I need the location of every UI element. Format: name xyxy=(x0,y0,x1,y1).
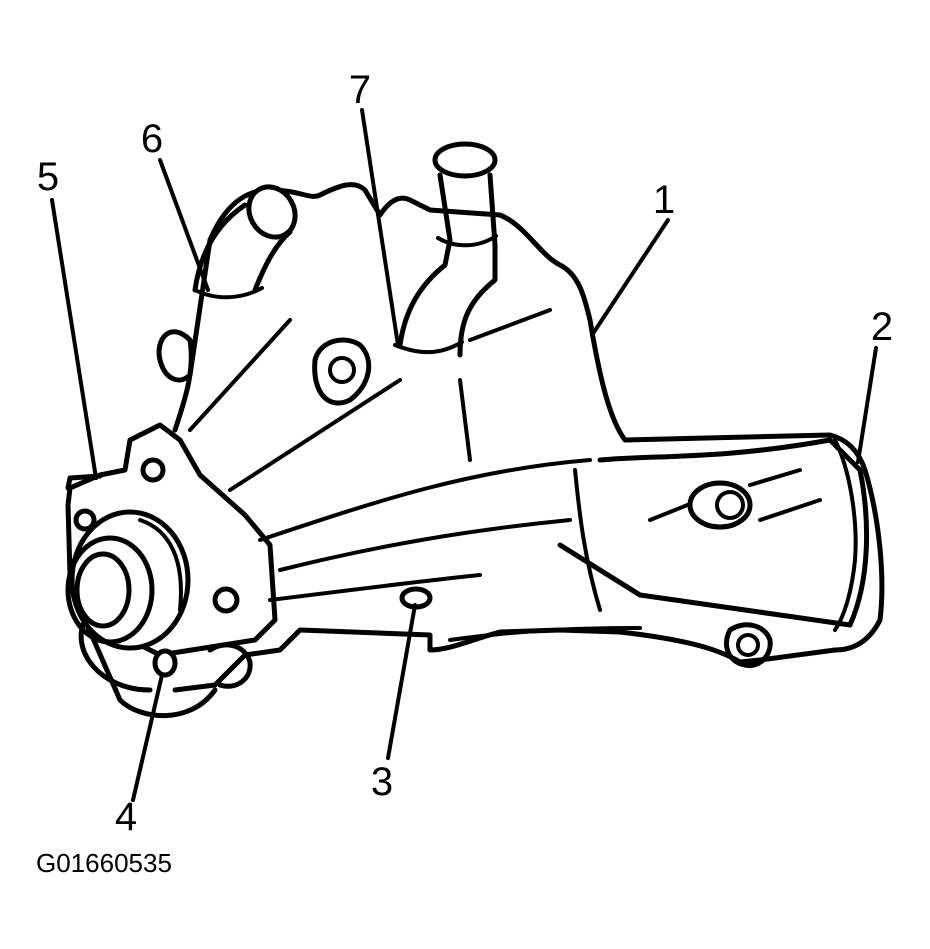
bypass-pipe-6-collar xyxy=(193,286,264,300)
hub-bore xyxy=(74,551,132,629)
housing-seam-1 xyxy=(458,378,472,462)
callout-1: 1 xyxy=(653,178,675,222)
housing-rib-diagonal xyxy=(228,378,402,492)
leader-1 xyxy=(590,218,670,337)
inlet-pipe-7-cap xyxy=(432,141,498,179)
inlet-pipe-7-base xyxy=(393,340,464,355)
callout-2: 2 xyxy=(871,305,893,349)
hub-middle-ring xyxy=(65,535,155,645)
housing-rib-right xyxy=(468,308,552,342)
lower-right-boss xyxy=(724,622,773,668)
callout-3: 3 xyxy=(371,760,393,804)
flange-bolt-hole-4 xyxy=(152,648,178,678)
mount-boss xyxy=(312,337,372,406)
housing-right-arm xyxy=(557,437,870,628)
mount-boss-hole xyxy=(328,356,356,384)
leader-4 xyxy=(131,673,164,802)
flange-tab-5 xyxy=(65,473,103,491)
housing-rib-long xyxy=(258,458,592,542)
callout-5: 5 xyxy=(37,155,59,199)
leader-3 xyxy=(386,603,417,760)
housing-arm-edge xyxy=(833,438,858,632)
callout-6: 6 xyxy=(141,117,163,161)
callouts: 1 2 3 4 5 6 7 xyxy=(37,68,893,839)
housing-rib-upper xyxy=(188,318,292,432)
hub-side xyxy=(138,518,183,612)
lower-right-hole xyxy=(736,633,760,657)
leader-7 xyxy=(360,108,400,347)
housing-rib-center xyxy=(278,518,572,572)
leader-5 xyxy=(50,198,98,480)
leader-2 xyxy=(856,346,878,464)
leader-lines xyxy=(50,108,878,802)
lower-flange-ring xyxy=(207,642,253,689)
right-mount-hole xyxy=(715,490,745,520)
hub-back-disc xyxy=(78,617,218,719)
callout-4: 4 xyxy=(115,795,137,839)
housing-rib-lower xyxy=(268,573,482,602)
leader-6 xyxy=(158,158,210,292)
flange-bolt-hole-1 xyxy=(140,457,166,483)
inlet-pipe-7-collar xyxy=(436,234,498,248)
housing-seam-2 xyxy=(573,468,602,612)
callout-7: 7 xyxy=(349,68,371,112)
bypass-pipe-6-cap xyxy=(246,184,298,240)
figure-id: G01660535 xyxy=(36,848,172,878)
flange-bolt-hole-2 xyxy=(73,508,97,532)
flange-bolt-hole-3 xyxy=(212,586,240,614)
housing-lower-edge xyxy=(448,626,642,642)
water-pump-icon xyxy=(65,141,885,719)
